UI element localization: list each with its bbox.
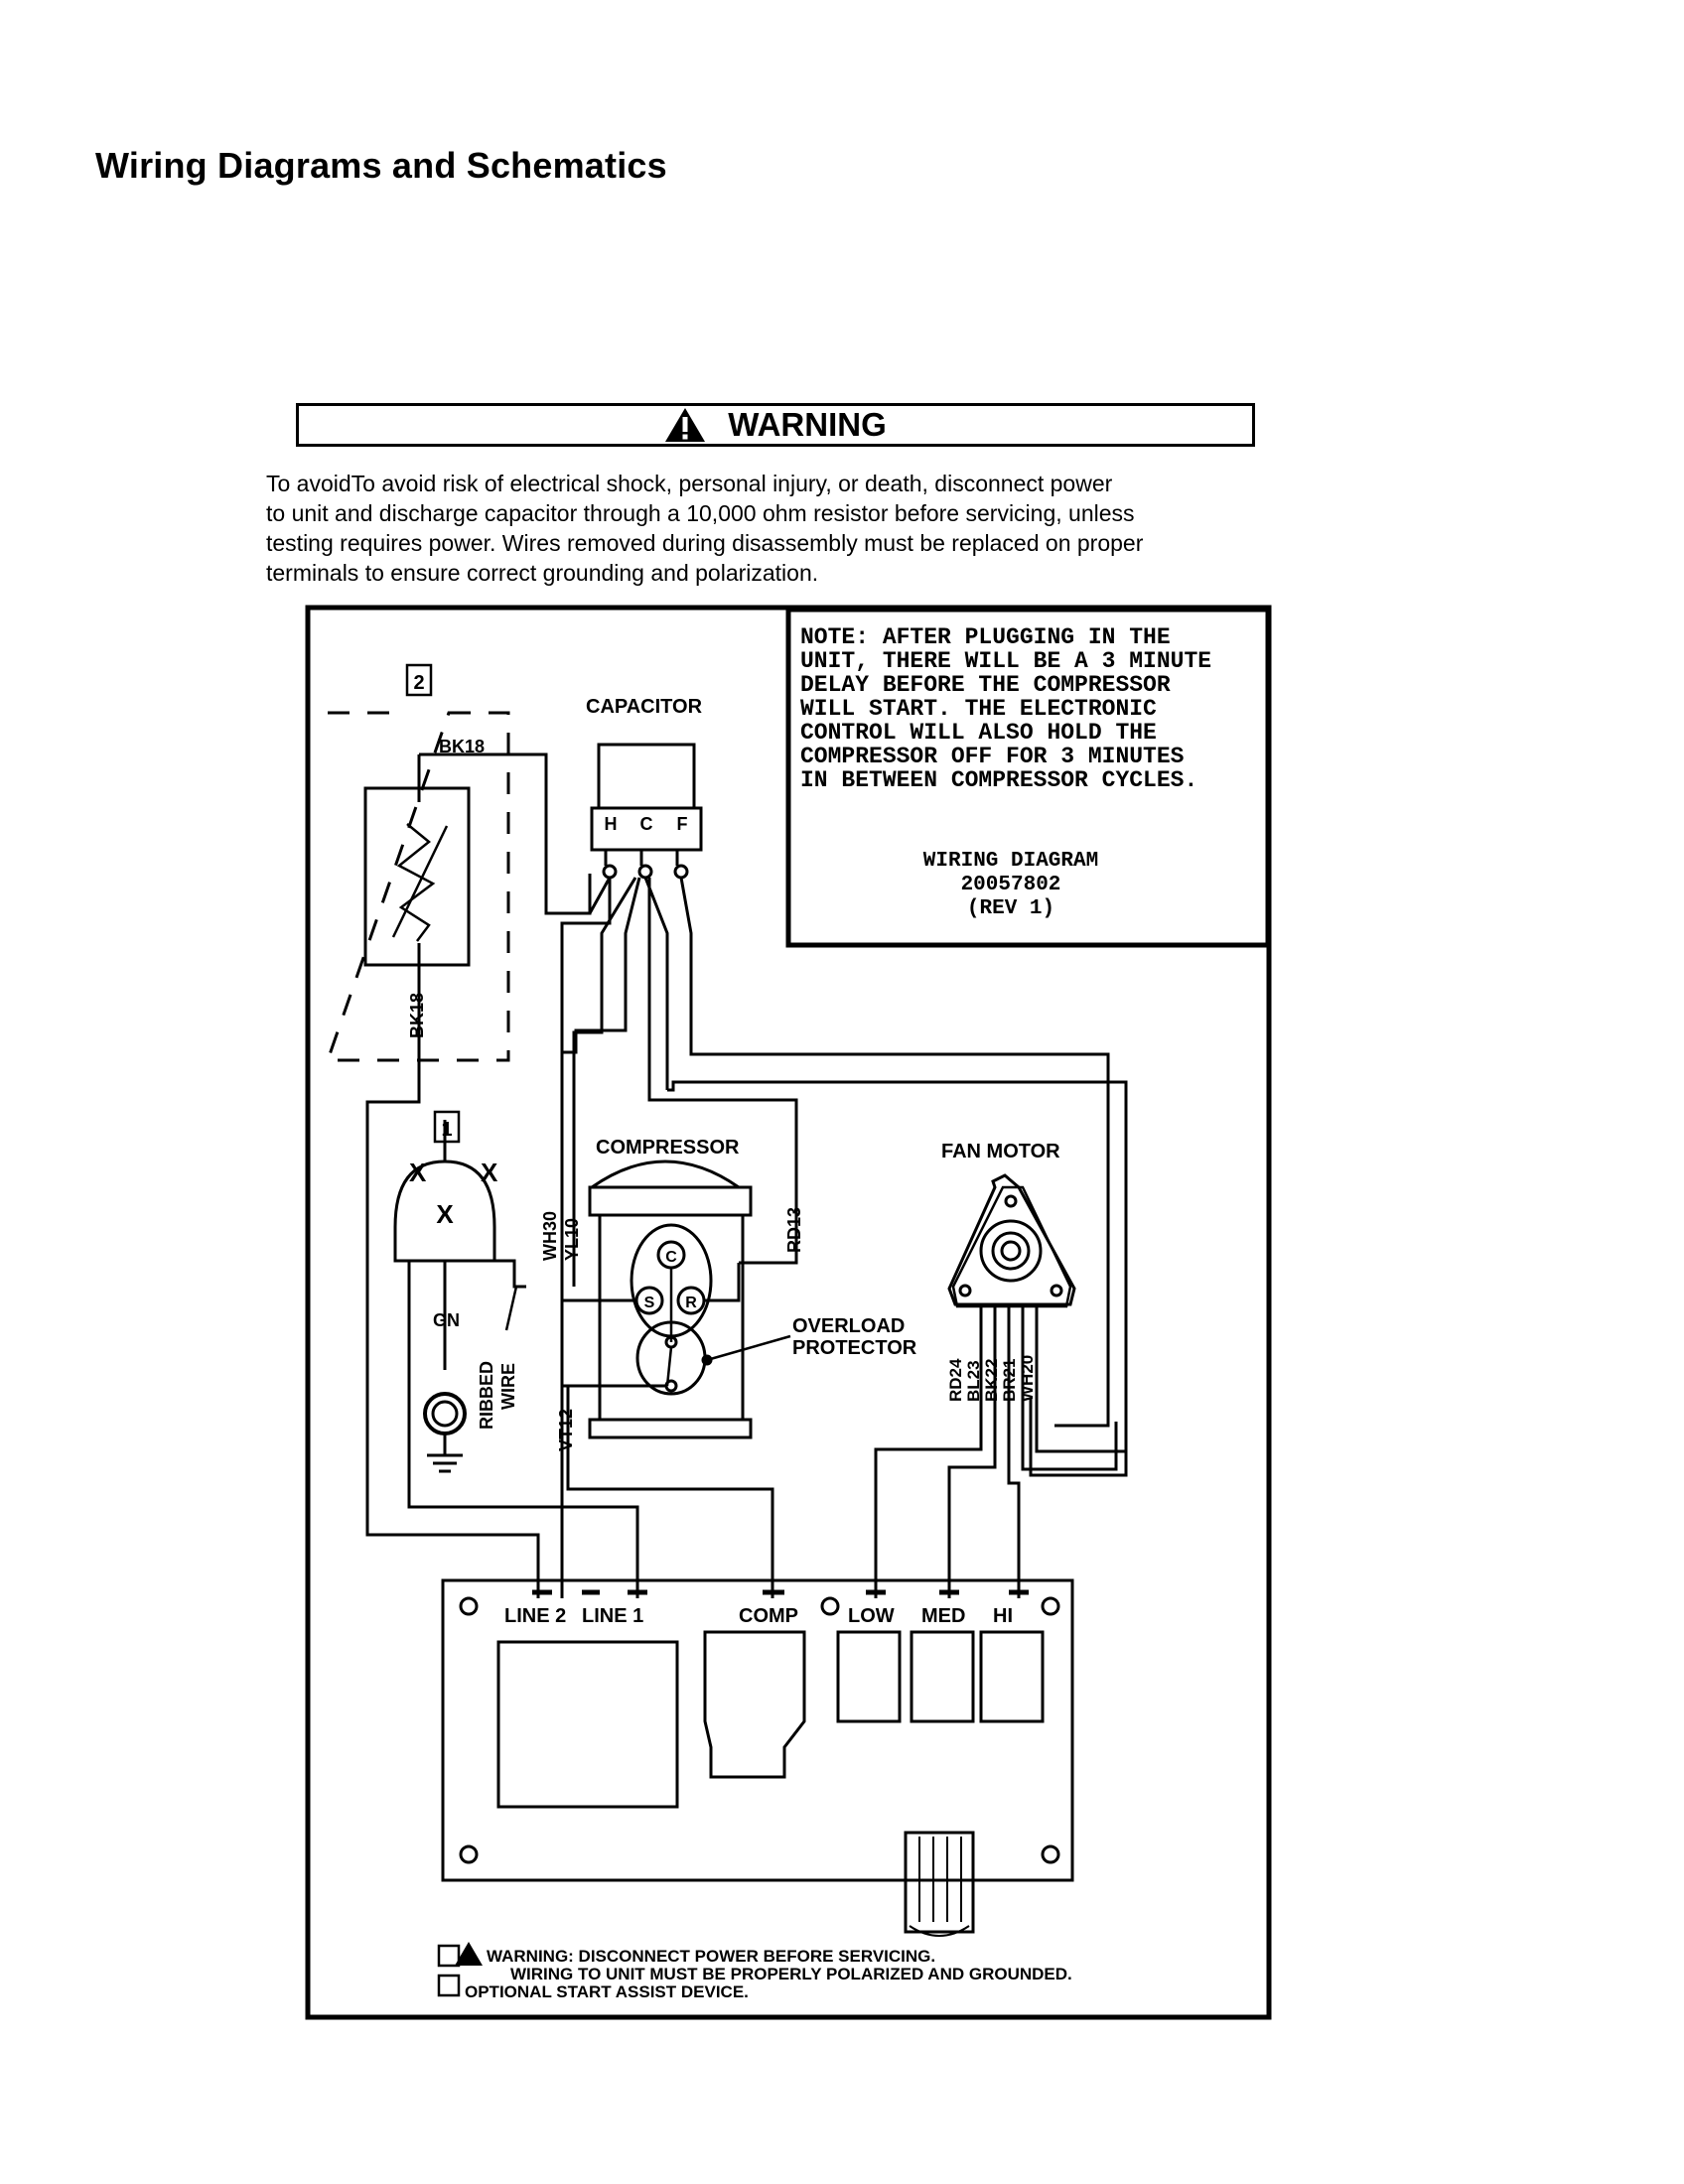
compressor-label: COMPRESSOR: [596, 1137, 740, 1159]
compressor-base: [588, 1418, 753, 1439]
ptc-relay-box: [363, 786, 471, 967]
rd13-wire: [647, 878, 798, 1265]
fan-motor-frame: [947, 1173, 1076, 1306]
terminal-low: LOW: [848, 1605, 895, 1627]
fan-wh20-wire: [679, 877, 1110, 1428]
start-device-body: [393, 1160, 496, 1263]
wire-bl23: BL23: [964, 1360, 983, 1402]
wire-bk18-top: BK18: [439, 737, 485, 756]
fan-common-wire: [667, 1080, 1128, 1477]
terminal-line1: LINE 1: [582, 1605, 643, 1627]
protector-label: PROTECTOR: [792, 1337, 917, 1359]
start-device-x-2: X: [481, 1158, 498, 1187]
wh30-wire: [560, 878, 612, 1598]
ptc-resistor: [396, 823, 436, 942]
board-transformer: [496, 1640, 679, 1809]
footnote-1a: WARNING: DISCONNECT POWER BEFORE SERVICI…: [487, 1947, 935, 1966]
line2-wire: [365, 1060, 540, 1598]
footnote-warning-icon: [455, 1942, 483, 1966]
wire-gn: GN: [433, 1310, 460, 1330]
warning-text: To avoidTo avoid risk of electrical shoc…: [266, 471, 1144, 586]
fan-motor-housing: [979, 1219, 1043, 1283]
compressor-top-plate: [588, 1185, 753, 1217]
compressor-dome: [591, 1160, 740, 1189]
control-board: [441, 1578, 1074, 1882]
capacitor-body: [597, 743, 696, 810]
ref-marker-2: 2: [413, 672, 424, 694]
wire-br21: BR21: [1000, 1359, 1019, 1402]
wire-bk18-side: BK18: [407, 993, 427, 1038]
note-line-2: UNIT, THERE WILL BE A 3 MINUTE: [800, 648, 1211, 674]
diagram-label: WIRING DIAGRAM: [923, 850, 1098, 873]
cap-terminal-h: H: [605, 814, 618, 834]
cap-h-wire: [588, 877, 612, 914]
line1-wire: [407, 1261, 639, 1598]
wire-bk22: BK22: [982, 1359, 1001, 1402]
board-relay-med: [910, 1630, 975, 1723]
comp-terminal-c: C: [665, 1249, 677, 1266]
note-box: [785, 607, 1271, 948]
wire-vt12: VT12: [556, 1409, 576, 1451]
board-relay-comp: [703, 1630, 806, 1779]
wire-rd24: RD24: [946, 1358, 965, 1402]
capacitor-terminal-plate: [590, 806, 703, 852]
ribbed-label: RIBBED: [477, 1361, 496, 1430]
start-assist-enclosure: [325, 711, 510, 1062]
warning-heading: WARNING: [728, 406, 887, 443]
cap-terminal-f: F: [677, 814, 688, 834]
wire-rd13: RD13: [784, 1207, 804, 1253]
diagram-number: 20057802: [961, 874, 1061, 896]
ribbed-wire: [494, 1259, 526, 1289]
warning-banner: WARNING: [296, 403, 1255, 447]
terminal-comp: COMP: [739, 1605, 798, 1627]
wire-label: WIRE: [498, 1363, 518, 1410]
yl10-wire: [572, 877, 637, 1287]
diagram-rev: (REV 1): [967, 897, 1054, 920]
power-cord-connector: [904, 1831, 975, 1934]
ground-screw: [423, 1392, 467, 1435]
note-line-5: CONTROL WILL ALSO HOLD THE: [800, 720, 1157, 746]
capacitor-label: CAPACITOR: [586, 696, 703, 718]
terminal-line2: LINE 2: [504, 1605, 566, 1627]
start-device-x-1: X: [409, 1158, 427, 1187]
note-line-7: IN BETWEEN COMPRESSOR CYCLES.: [800, 767, 1197, 793]
cap-c-wire: [643, 877, 669, 1090]
start-device-x-3: X: [436, 1199, 454, 1229]
bk18-top-wire: [419, 752, 592, 915]
fan-motor-label: FAN MOTOR: [941, 1141, 1060, 1162]
page-title: Wiring Diagrams and Schematics: [95, 145, 667, 186]
board-relay-low: [836, 1630, 902, 1723]
terminal-hi: HI: [993, 1605, 1013, 1627]
wire-wh20: WH20: [1018, 1355, 1037, 1402]
note-line-4: WILL START. THE ELECTRONIC: [800, 696, 1157, 722]
med-wire: [947, 1334, 997, 1598]
cap-terminal-c: C: [640, 814, 653, 834]
footnote-2: OPTIONAL START ASSIST DEVICE.: [465, 1982, 749, 2001]
wire-wh30: WH30: [540, 1211, 560, 1261]
vt12-wire: [566, 1386, 774, 1598]
low-wire: [874, 1447, 957, 1598]
ref-marker-1: 1: [441, 1119, 452, 1141]
warning-triangle-icon: [665, 408, 706, 442]
overload-leader: [706, 1334, 791, 1362]
note-line-6: COMPRESSOR OFF FOR 3 MINUTES: [800, 744, 1185, 769]
note-line-1: NOTE: AFTER PLUGGING IN THE: [800, 624, 1171, 650]
board-relay-hi: [979, 1630, 1045, 1723]
hi-wire: [1007, 1334, 1021, 1598]
terminal-med: MED: [921, 1605, 965, 1627]
note-line-3: DELAY BEFORE THE COMPRESSOR: [800, 672, 1171, 698]
comp-terminal-r: R: [685, 1295, 697, 1311]
wire-yl10: YL10: [562, 1218, 582, 1261]
compressor-sr-wires: [562, 1263, 741, 1302]
comp-terminal-s: S: [644, 1295, 655, 1311]
ptc-arrow: [391, 825, 449, 938]
ground-symbol: [427, 1433, 463, 1473]
footnote-1b: WIRING TO UNIT MUST BE PROPERLY POLARIZE…: [510, 1965, 1072, 1983]
overload-label: OVERLOAD: [792, 1315, 905, 1337]
